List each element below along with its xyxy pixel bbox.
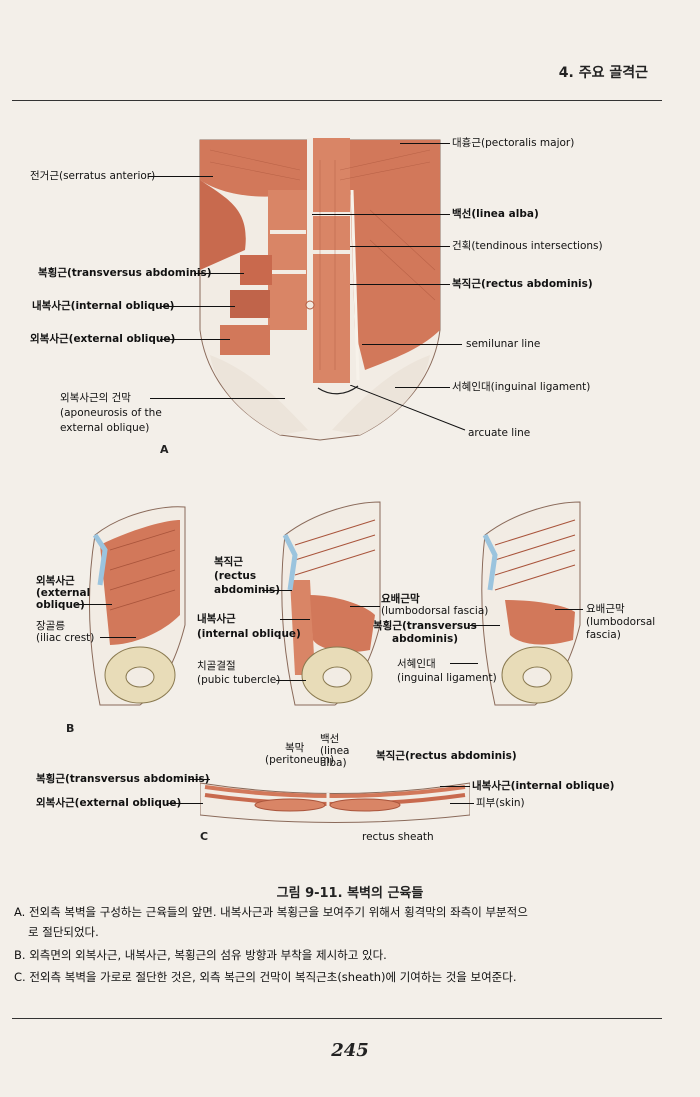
label-b-rectus: 복직근: [214, 556, 243, 568]
leader-line: [194, 273, 244, 274]
label-b-external-oblique: oblique): [36, 599, 85, 611]
label-inguinal-ligament: 서혜인대(inguinal ligament): [452, 381, 591, 393]
leader-line: [76, 604, 112, 605]
label-b-lumbodorsal-right: 요배근막: [586, 603, 625, 615]
label-b-lumbodorsal-mid: (lumbodorsal fascia): [381, 605, 489, 617]
leader-line: [350, 284, 450, 285]
label-c-linea-alba: 백선: [320, 733, 340, 745]
label-pubic-tubercle: 치골결절: [197, 660, 236, 672]
label-internal-oblique: 내복사근(internal oblique): [32, 300, 175, 312]
label-linea-alba: 백선(linea alba): [452, 208, 539, 220]
label-b-lumbodorsal-right: (lumbodorsal: [586, 616, 656, 628]
label-tendinous-intersections: 건획(tendinous intersections): [452, 240, 603, 252]
label-b-rectus: abdominis): [214, 584, 280, 596]
label-semilunar-line: semilunar line: [466, 338, 541, 350]
section-title: 4. 주요 골격근: [558, 65, 648, 81]
label-b-lumbodorsal-mid: 요배근막: [381, 593, 420, 605]
leader-line: [160, 306, 235, 307]
leader-line: [400, 143, 450, 144]
label-b-lumbodorsal-right: fascia): [586, 629, 621, 641]
leader-line: [312, 214, 450, 215]
label-iliac-crest: (iliac crest): [36, 632, 95, 644]
label-b-external-oblique: 외복사근: [36, 575, 75, 587]
label-c-linea-alba: (linea: [320, 745, 350, 757]
label-aponeurosis: (aponeurosis of the: [60, 407, 162, 419]
leader-line: [276, 680, 306, 681]
figure-caption-title: 그림 9-11. 복벽의 근육들: [276, 886, 424, 901]
leader-line: [150, 398, 285, 399]
label-b-external-oblique: (external: [36, 587, 91, 599]
leader-line: [440, 786, 470, 787]
footer-rule: [12, 1018, 662, 1019]
leader-line: [168, 803, 203, 804]
leader-line: [350, 246, 450, 247]
label-c-rectus: 복직근(rectus abdominis): [376, 750, 517, 762]
header-rule: [12, 100, 662, 101]
label-external-oblique: 외복사근(external oblique): [30, 333, 176, 345]
leader-line: [160, 339, 230, 340]
leader-line: [555, 609, 583, 610]
caption-line-b: B. 외측면의 외복사근, 내복사근, 복횡근의 섬유 방향과 부착을 제시하고…: [14, 948, 387, 962]
leader-line: [450, 663, 478, 664]
figure-b-middle-illustration: [281, 501, 381, 706]
label-arcuate-line: arcuate line: [468, 427, 531, 439]
label-peritoneum: 복막: [285, 742, 305, 754]
leader-line: [470, 625, 500, 626]
page-number: 245: [331, 1040, 369, 1061]
leader-line: [450, 803, 474, 804]
label-b-transversus: 복횡근(transversus: [373, 620, 477, 632]
leader-line: [395, 387, 450, 388]
label-iliac-crest: 장골릉: [36, 620, 65, 632]
label-b-internal-oblique: 내복사근: [197, 613, 236, 625]
panel-label-a: A: [160, 443, 169, 456]
label-transversus-abdominis: 복횡근(transversus abdominis): [38, 267, 212, 279]
leader-line: [190, 779, 210, 780]
leader-line: [280, 619, 310, 620]
label-c-external: 외복사근(external oblique): [36, 797, 182, 809]
label-c-linea-alba: alba): [320, 757, 347, 769]
arcuate-leader: [350, 385, 466, 431]
caption-line-c: C. 전외측 복벽을 가로로 절단한 것은, 외측 복근의 건막이 복직근초(s…: [14, 970, 517, 984]
figure-b-left-illustration: [89, 506, 186, 706]
leader-line: [362, 344, 462, 345]
figure-c-cross-section: [200, 782, 470, 823]
caption-line-a-cont: 로 절단되었다.: [28, 925, 99, 939]
label-c-internal: 내복사근(internal oblique): [472, 780, 615, 792]
label-b-transversus: abdominis): [392, 633, 458, 645]
label-c-skin: 피부(skin): [476, 797, 525, 809]
leader-line: [100, 637, 136, 638]
label-aponeurosis: 외복사근의 건막: [60, 392, 131, 404]
leader-line: [262, 590, 292, 591]
panel-label-c: C: [200, 830, 209, 843]
label-b-internal-oblique: (internal oblique): [197, 628, 301, 640]
label-c-transversus: 복횡근(transversus abdominis): [36, 773, 210, 785]
leader-line: [350, 606, 380, 607]
label-pectoralis-major: 대흉근(pectoralis major): [452, 137, 575, 149]
label-aponeurosis: external oblique): [60, 422, 150, 434]
label-pubic-tubercle: (pubic tubercle): [197, 674, 281, 686]
label-peritoneum: (peritoneum): [265, 754, 335, 766]
leader-line: [148, 176, 213, 177]
caption-line-a: A. 전외측 복벽을 구성하는 근육들의 앞면. 내복사근과 복횡근을 보여주기…: [14, 905, 528, 919]
label-rectus-sheath: rectus sheath: [362, 831, 434, 843]
label-b-inguinal: 서혜인대: [397, 658, 436, 670]
label-b-inguinal: (inguinal ligament): [397, 672, 497, 684]
panel-label-b: B: [66, 722, 75, 735]
figure-a-illustration: [199, 138, 441, 441]
label-b-rectus: (rectus: [214, 570, 257, 582]
label-rectus-abdominis: 복직근(rectus abdominis): [452, 278, 593, 290]
label-serratus-anterior: 전거근(serratus anterior): [30, 170, 156, 182]
figure-b-right-illustration: [481, 501, 581, 706]
